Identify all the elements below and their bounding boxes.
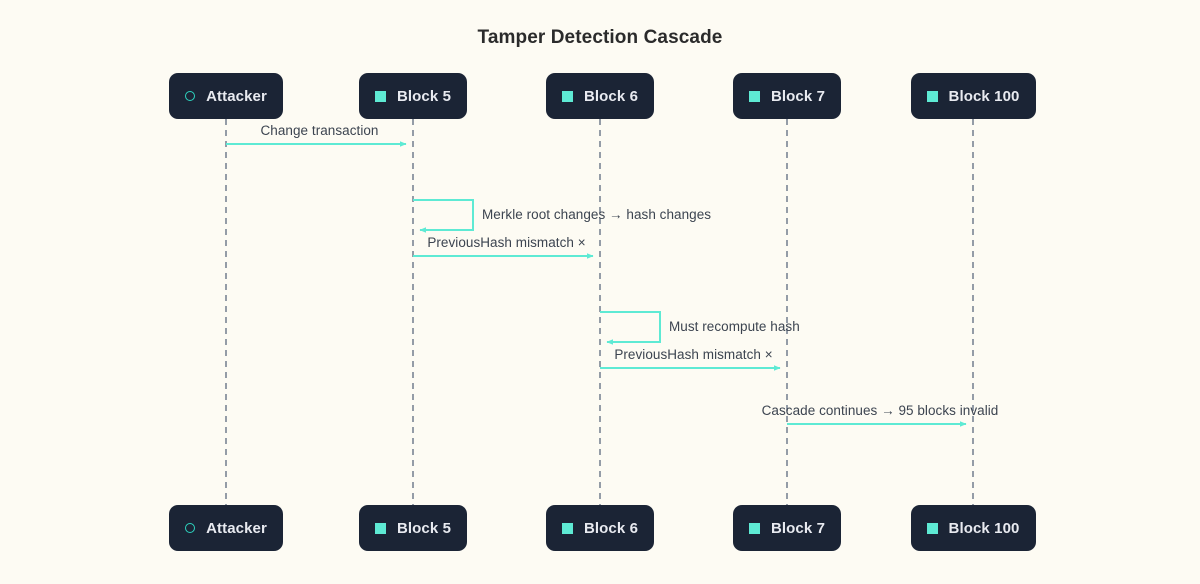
messages-group — [226, 141, 967, 427]
lifelines-group — [225, 119, 974, 505]
filled-square-icon — [374, 90, 386, 102]
participant-label: Block 7 — [770, 519, 826, 537]
participant-label: Block 6 — [583, 87, 639, 105]
filled-square-icon — [748, 90, 760, 102]
filled-square-icon — [926, 90, 938, 102]
participant-block6-bottom[interactable]: Block 6 — [546, 505, 654, 551]
participant-attacker-bottom[interactable]: Attacker — [169, 505, 283, 551]
filled-square-icon — [926, 522, 938, 534]
message-label-m4: Must recompute hash — [669, 319, 800, 334]
participant-block100-bottom[interactable]: Block 100 — [910, 505, 1036, 551]
participant-label: Attacker — [206, 87, 267, 105]
participant-block6-top[interactable]: Block 6 — [546, 73, 654, 119]
participant-block7-bottom[interactable]: Block 7 — [733, 505, 841, 551]
message-label-m3: PreviousHash mismatch × — [427, 235, 586, 250]
page-title: Tamper Detection Cascade — [477, 27, 723, 48]
self-message-m4 — [600, 311, 661, 345]
participant-attacker-top[interactable]: Attacker — [169, 73, 283, 119]
circle-outline-icon — [185, 91, 196, 101]
filled-square-icon — [561, 522, 573, 534]
participant-label: Block 6 — [583, 519, 639, 537]
participant-label: Block 5 — [396, 519, 452, 537]
participant-label: Block 100 — [948, 519, 1020, 537]
filled-square-icon — [374, 522, 386, 534]
participant-block5-bottom[interactable]: Block 5 — [359, 505, 467, 551]
participant-label: Block 100 — [948, 87, 1020, 105]
self-message-m2 — [413, 199, 474, 233]
participant-block7-top[interactable]: Block 7 — [733, 73, 841, 119]
circle-outline-icon — [185, 523, 196, 533]
participant-label: Block 5 — [396, 87, 452, 105]
message-label-m6: Cascade continues → 95 blocks invalid — [761, 403, 999, 418]
participant-label: Attacker — [206, 519, 267, 537]
message-label-m2: Merkle root changes → hash changes — [482, 207, 712, 222]
filled-square-icon — [561, 90, 573, 102]
message-label-m5: PreviousHash mismatch × — [614, 347, 773, 362]
participant-block100-top[interactable]: Block 100 — [910, 73, 1036, 119]
filled-square-icon — [748, 522, 760, 534]
message-label-m1: Change transaction — [260, 123, 379, 138]
participant-label: Block 7 — [770, 87, 826, 105]
participant-block5-top[interactable]: Block 5 — [359, 73, 467, 119]
